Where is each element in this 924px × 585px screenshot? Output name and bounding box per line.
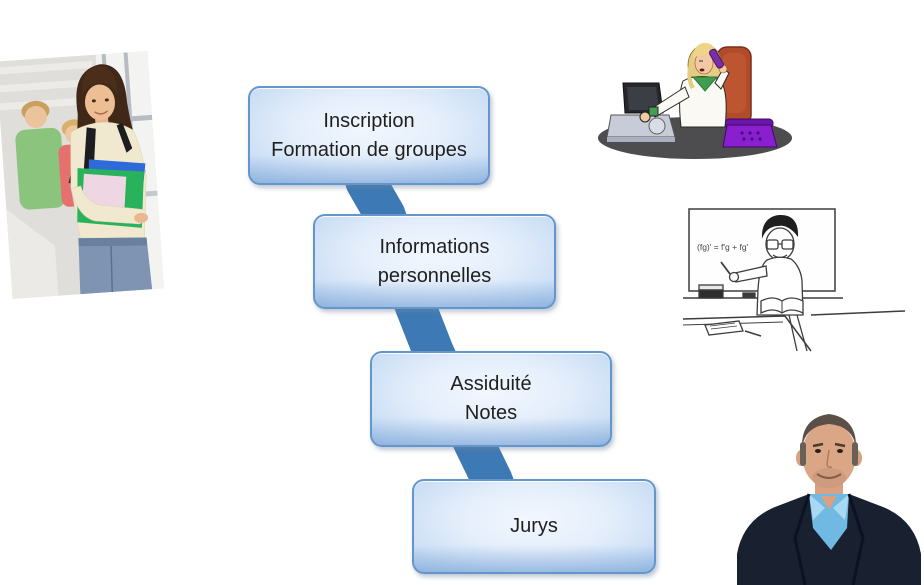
student-photo — [0, 50, 165, 300]
step-box-inscription: Inscription Formation de groupes — [248, 86, 490, 185]
teacher-cartoon: (fg)' = f'g + fg' — [682, 203, 908, 353]
phone-handset — [709, 48, 724, 69]
step-box-inscription-line-2: Formation de groupes — [271, 138, 467, 161]
laptop — [606, 82, 676, 142]
paper-sheet — [704, 320, 744, 336]
step-box-informations-line-1: Informations — [379, 235, 490, 258]
pen — [744, 330, 762, 337]
step-box-jurys-line-1: Jurys — [510, 515, 558, 537]
board-eraser — [698, 289, 724, 299]
step-box-assiduite: Assiduité Notes — [370, 351, 612, 447]
step-box-inscription-line-1: Inscription — [323, 109, 415, 132]
jury-member-photo — [735, 398, 923, 585]
desk-phone — [722, 118, 778, 148]
board-formula: (fg)' = f'g + fg' — [697, 242, 749, 252]
background-students — [6, 100, 98, 300]
hair — [801, 414, 857, 448]
front-desk — [682, 315, 812, 352]
step-box-informations-line-2: personnelles — [377, 264, 492, 287]
step-box-assiduite-line-1: Assiduité — [450, 373, 532, 395]
teacher-hair — [761, 215, 799, 239]
marker-pen — [720, 261, 731, 275]
secretary-clipart — [595, 25, 800, 165]
secretary-woman — [639, 43, 730, 128]
jury-man — [737, 414, 921, 585]
step-box-informations: Informations personnelles — [313, 214, 556, 309]
step-box-jurys: Jurys — [412, 479, 656, 574]
step-box-assiduite-line-2: Notes — [464, 402, 518, 424]
student-girl — [68, 64, 153, 295]
